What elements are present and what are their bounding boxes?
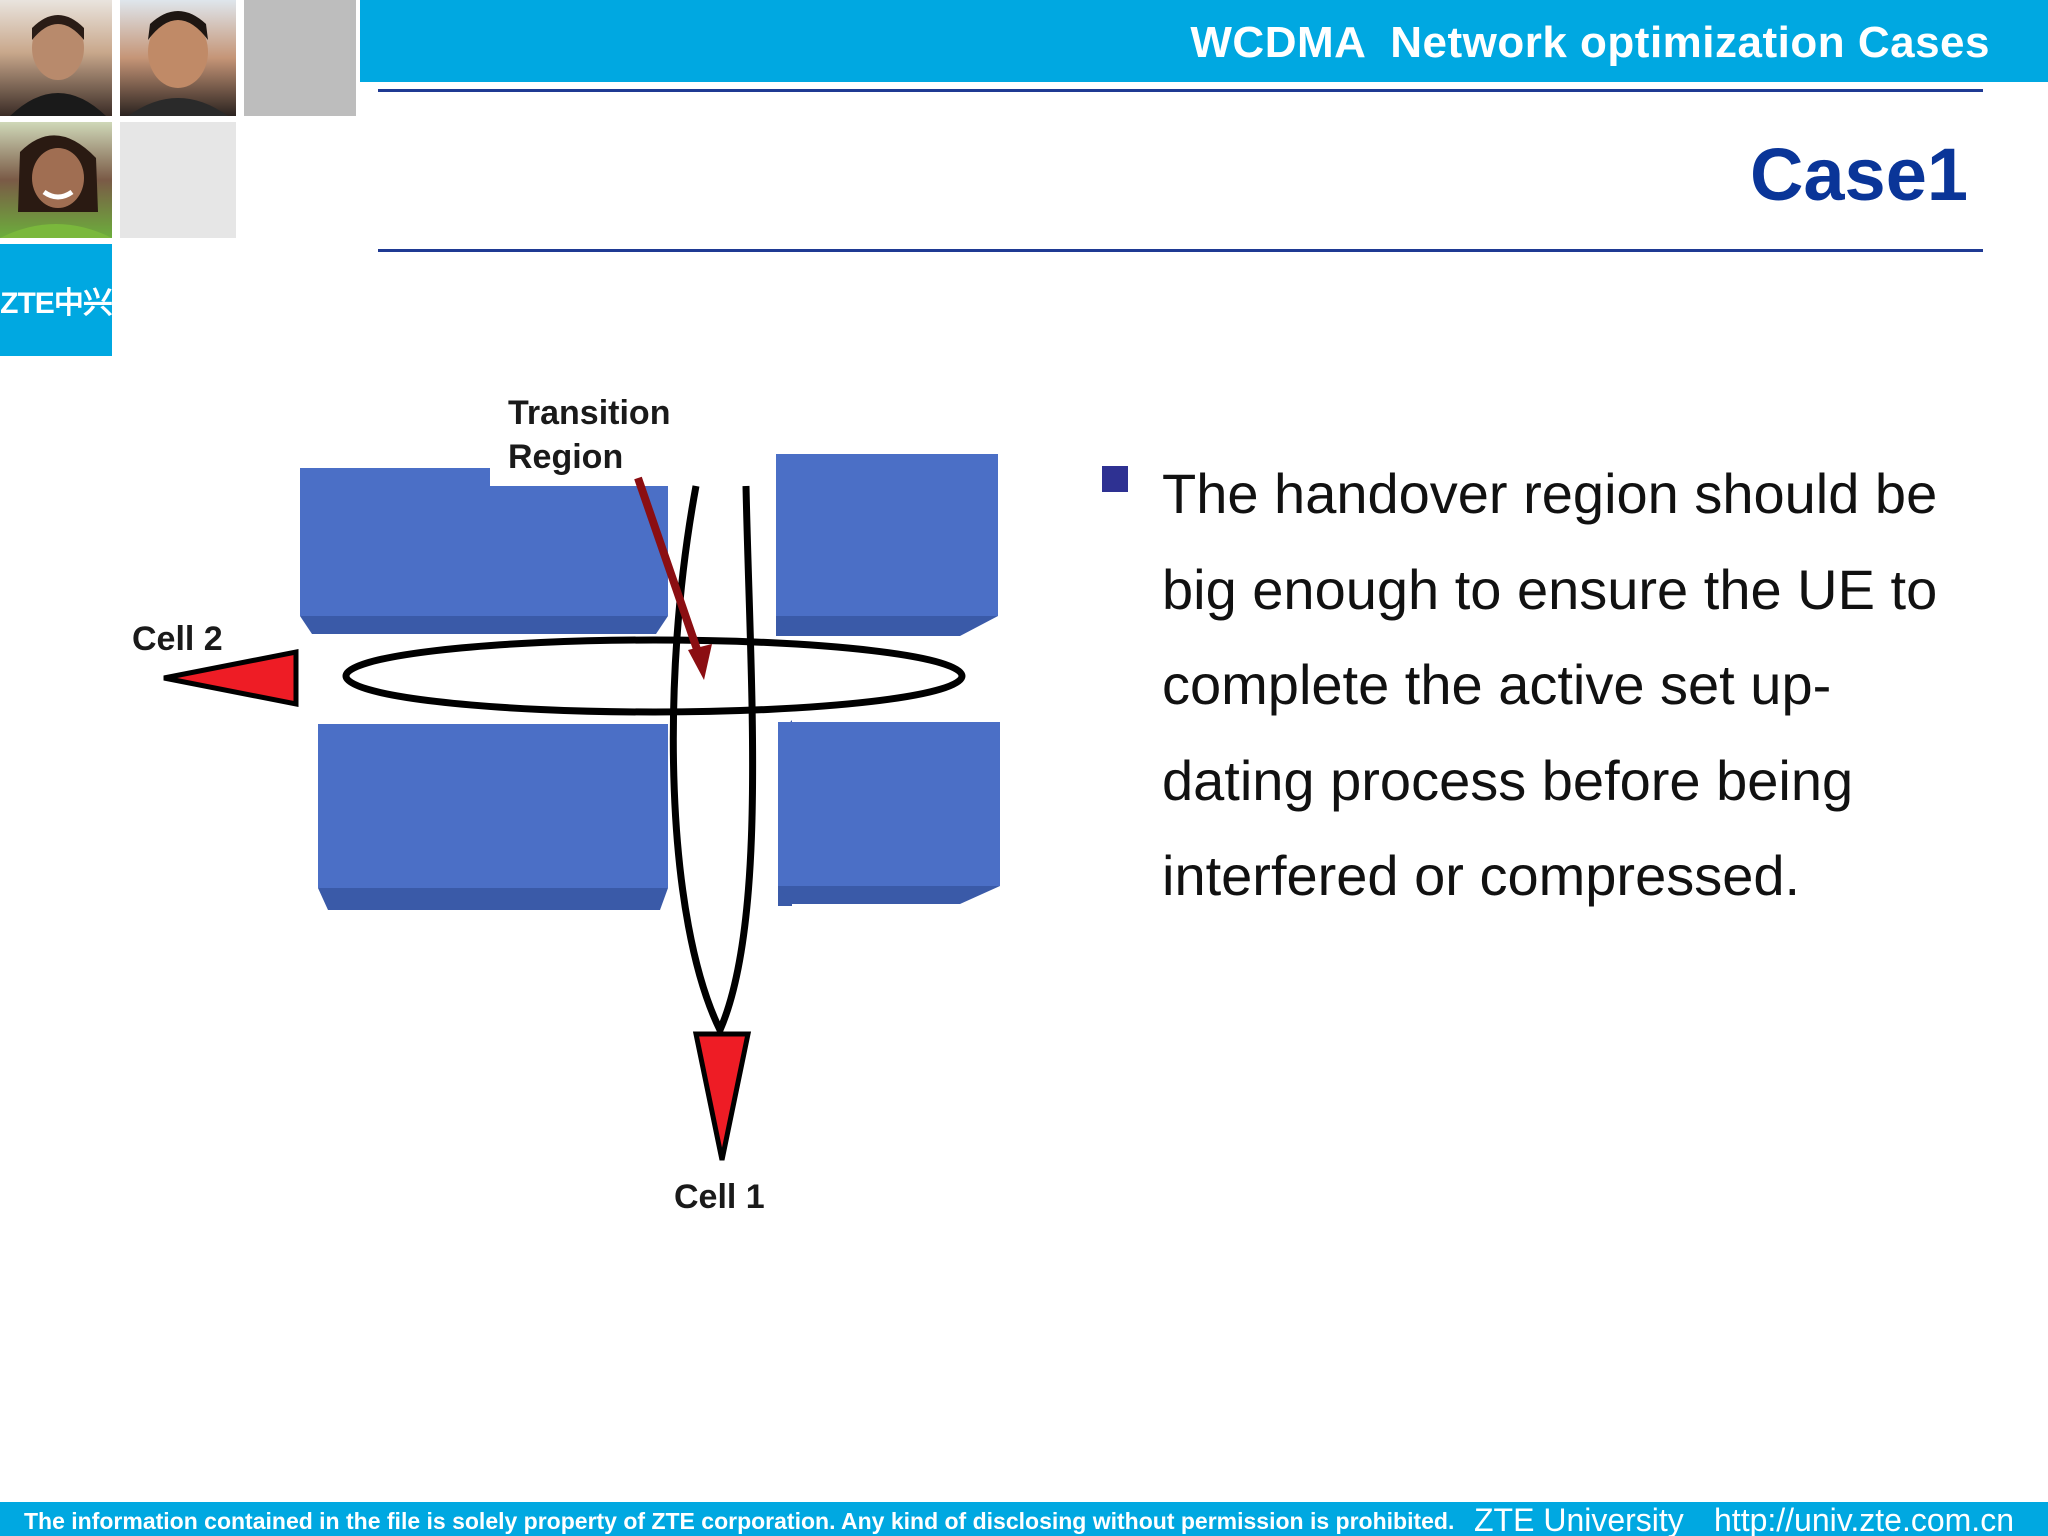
transition-label-bg bbox=[490, 380, 680, 486]
bullet-text: The handover region should be big enough… bbox=[1162, 462, 1938, 907]
footer-university: ZTE University bbox=[1474, 1502, 1684, 1536]
header-rule-bottom bbox=[378, 249, 1983, 252]
gray-tile bbox=[244, 0, 356, 116]
light-gray-tile bbox=[120, 122, 236, 238]
cell2-arrow-icon bbox=[163, 648, 299, 708]
footer-url-link[interactable]: http://univ.zte.com.cn bbox=[1714, 1502, 2014, 1536]
zte-logo-text: ZTE中兴 bbox=[0, 287, 113, 320]
zte-logo: ZTE中兴 bbox=[0, 244, 113, 356]
cell2-coverage-ellipse bbox=[342, 636, 966, 716]
building-top-right bbox=[776, 454, 998, 636]
header-banner: WCDMA Network optimization Cases bbox=[360, 0, 2048, 82]
transition-label-line1: Transition bbox=[508, 394, 670, 432]
cell1-arrow-icon bbox=[692, 1031, 752, 1161]
handover-diagram: Transition Region Cell 2 Cell 1 bbox=[100, 380, 1040, 1240]
photo-man-2 bbox=[120, 0, 236, 116]
building-bottom-left bbox=[318, 724, 668, 910]
banner-title: WCDMA Network optimization Cases bbox=[1190, 18, 1990, 67]
photo-man-1 bbox=[0, 0, 112, 116]
photo-woman bbox=[0, 122, 112, 238]
transition-pointer-head bbox=[688, 644, 712, 680]
page-title: Case1 bbox=[1749, 133, 1968, 216]
handover-diagram-svg: Transition Region Cell 2 Cell 1 bbox=[132, 380, 1000, 1216]
transition-label-line2: Region bbox=[508, 438, 623, 476]
cell1-coverage-ellipse bbox=[669, 485, 757, 1039]
footer-notice: The information contained in the file is… bbox=[24, 1508, 1455, 1534]
transition-pointer-line bbox=[634, 476, 704, 660]
bullet-square-icon bbox=[1102, 466, 1128, 492]
building-bottom-right bbox=[778, 720, 1000, 906]
cell2-label: Cell 2 bbox=[132, 620, 223, 658]
cell1-label: Cell 1 bbox=[674, 1178, 765, 1216]
footer-bar: The information contained in the file is… bbox=[0, 1502, 2048, 1536]
header-rule-top bbox=[378, 89, 1983, 92]
building-top-left bbox=[300, 468, 668, 634]
